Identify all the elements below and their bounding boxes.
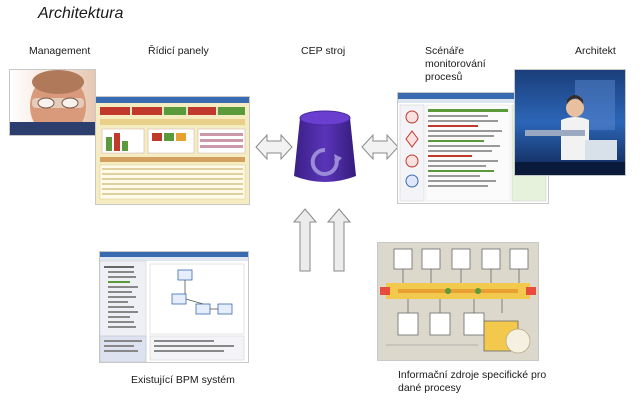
management-label: Management <box>29 45 91 57</box>
info-sources-diagram <box>378 243 538 360</box>
scenarios-label: Scénáře monitorování procesů <box>425 45 486 83</box>
up-arrow-1 <box>293 208 317 272</box>
info-sources-label: Informační zdroje specifické pro dané pr… <box>398 369 547 394</box>
architect-label: Architekt <box>575 45 616 57</box>
bidirectional-arrow-right <box>361 133 399 161</box>
dashboard-screenshot <box>96 97 249 204</box>
cep-engine-label: CEP stroj <box>301 45 346 57</box>
bidirectional-arrow-left <box>255 133 293 161</box>
up-arrow-2 <box>327 208 351 272</box>
bpm-system-screenshot <box>100 252 248 362</box>
architect-photo <box>515 70 625 175</box>
page-title: Architektura <box>38 5 124 22</box>
bpm-system-label: Existující BPM systém <box>131 374 235 386</box>
manager-photo <box>10 70 95 135</box>
dashboards-label: Řídicí panely <box>148 45 209 57</box>
cep-engine-cylinder-icon <box>292 108 358 186</box>
